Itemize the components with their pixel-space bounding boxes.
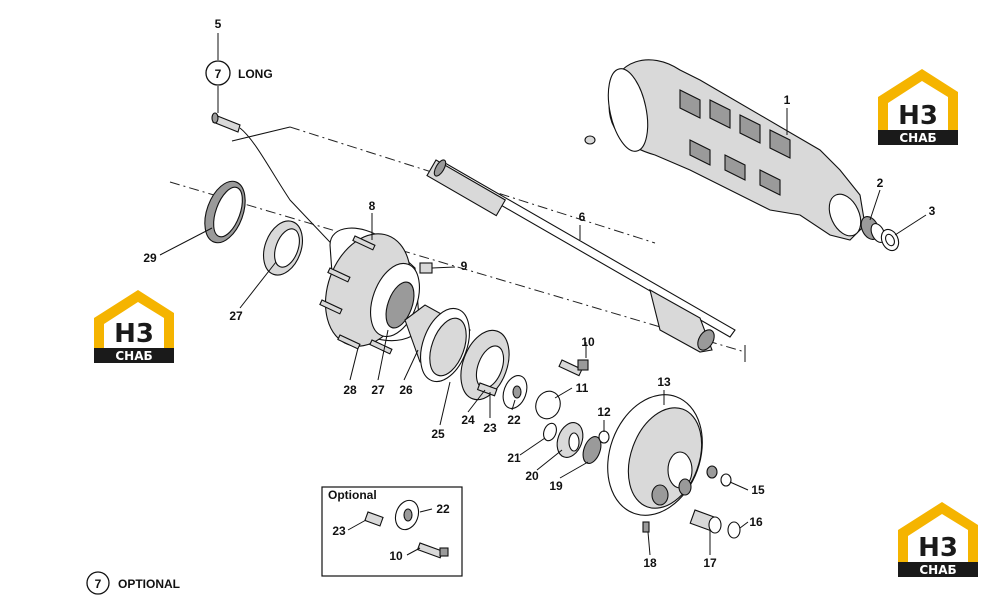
callout-23: 23 <box>483 421 497 435</box>
bolt-10 <box>558 359 589 377</box>
logo-subtitle: СНАБ <box>115 349 152 363</box>
screw-18 <box>642 521 650 533</box>
nut-9 <box>419 262 433 274</box>
washer-21 <box>543 422 557 442</box>
axle-housing <box>584 59 866 241</box>
callout-19: 19 <box>549 479 563 493</box>
callout-7-circle <box>205 60 231 86</box>
axis-line-upper <box>289 126 656 244</box>
callout-20: 20 <box>525 469 539 483</box>
callout-25: 25 <box>431 427 445 441</box>
wheel-hub <box>319 227 421 355</box>
ring-3-inner <box>885 233 895 247</box>
callout-10: 10 <box>581 335 595 349</box>
callout-28: 28 <box>343 383 357 397</box>
callout-29: 29 <box>143 251 157 265</box>
logo-subtitle: СНАБ <box>919 563 956 577</box>
carrier-24 <box>460 329 510 401</box>
optional-title: Optional <box>328 488 377 502</box>
axis-line-top-left <box>231 126 291 142</box>
inset-callout-10: 10 <box>389 549 403 563</box>
plug-15a <box>706 465 718 479</box>
callout-1: 1 <box>784 93 791 107</box>
inset-callout-22: 22 <box>436 502 450 516</box>
callout-11: 11 <box>576 381 589 395</box>
ring-gear-26 <box>404 304 471 383</box>
washer-22 <box>502 375 528 409</box>
inset-bolt-head <box>439 547 449 557</box>
callout-12: 12 <box>597 405 611 419</box>
bearing-19 <box>582 436 602 464</box>
planet-gear-20 <box>556 422 584 458</box>
o-ring-16 <box>727 521 741 539</box>
plug-17 <box>689 509 722 534</box>
legend-marker-circle <box>86 571 110 595</box>
callout-17: 17 <box>703 556 717 570</box>
callout-22: 22 <box>507 413 521 427</box>
bearing-ring-29 <box>204 180 246 244</box>
logo-subtitle: СНАБ <box>899 131 936 145</box>
callout-27-a: 27 <box>229 309 243 323</box>
callout-6: 6 <box>579 210 586 224</box>
logo-letters: H3 <box>114 319 154 349</box>
legend-text: OPTIONAL <box>118 577 180 591</box>
callout-27-b: 27 <box>371 383 385 397</box>
washer-12 <box>598 430 610 444</box>
callout-3: 3 <box>929 204 936 218</box>
long-note: LONG <box>238 67 273 81</box>
callout-18: 18 <box>643 556 657 570</box>
callout-24: 24 <box>461 413 475 427</box>
legend-marker: 7 <box>95 577 102 591</box>
callout-13: 13 <box>657 375 671 389</box>
snap-ring-11 <box>535 390 561 420</box>
callout-16: 16 <box>749 515 763 529</box>
logo-watermark-top-right: H3 СНАБ <box>878 69 958 145</box>
callout-8: 8 <box>369 199 376 213</box>
callout-9: 9 <box>461 259 468 273</box>
long-stud <box>211 112 346 259</box>
pin-23 <box>476 382 498 397</box>
callout-2: 2 <box>877 176 884 190</box>
callout-15: 15 <box>751 483 765 497</box>
axle-shaft <box>426 159 736 353</box>
seal-27 <box>263 220 303 276</box>
leader-lines <box>159 33 927 556</box>
logo-letters: H3 <box>898 101 938 131</box>
logo-watermark-bottom-right: H3 СНАБ <box>898 502 978 577</box>
callout-7: 7 <box>215 67 222 81</box>
logo-watermark-left: H3 СНАБ <box>94 290 174 363</box>
plug-15b <box>720 473 732 487</box>
inset-washer-hole <box>403 508 413 522</box>
inset-pin <box>364 511 384 527</box>
logo-letters: H3 <box>918 533 958 563</box>
callout-26: 26 <box>399 383 413 397</box>
planet-carrier-13 <box>607 394 703 516</box>
optional-inset: Optional 22 23 10 <box>321 486 463 577</box>
callout-5: 5 <box>215 17 222 31</box>
inset-callout-23: 23 <box>332 524 346 538</box>
callout-21: 21 <box>507 451 521 465</box>
